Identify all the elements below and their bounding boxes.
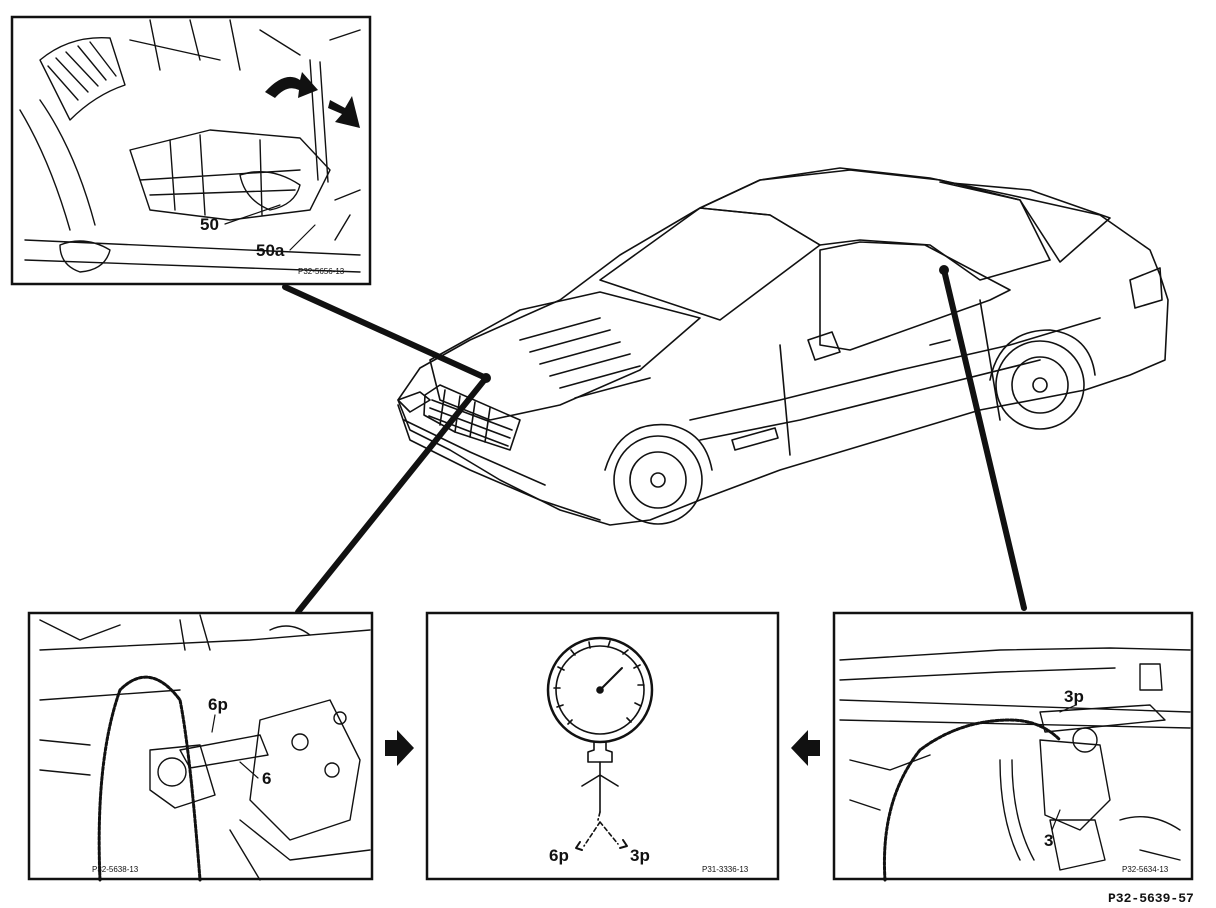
top-clutter [39, 614, 311, 776]
panel-bottom-left: 6p 6 P32-5638-13 [27, 611, 374, 882]
front-wheel-arch [604, 423, 713, 471]
car-mirror [807, 331, 841, 361]
label-50: 50 [200, 215, 219, 234]
figure-code: P32-5639-57 [1108, 891, 1194, 906]
arrow-right-to-gauge [385, 730, 414, 766]
belt [882, 718, 1062, 882]
front-wheel-outer [613, 435, 703, 525]
label-6p: 6p [208, 695, 228, 714]
car-door-seam [779, 299, 1001, 456]
leader-bottom-right [941, 267, 1027, 611]
gauge-needle [599, 667, 623, 691]
car-grille [423, 384, 521, 451]
side-vent [731, 427, 779, 451]
car-door-window [819, 241, 1011, 351]
label-3p: 3p [630, 846, 650, 865]
leader-50 [224, 204, 281, 225]
car-front-bumper [397, 404, 601, 521]
panel-bottom-left-code: P32-5638-13 [92, 865, 139, 874]
sensor-body [1039, 739, 1111, 831]
clutter [849, 754, 1181, 861]
belt [97, 675, 202, 882]
leader-dot-engine [481, 373, 491, 383]
label-6: 6 [262, 769, 271, 788]
label-3: 3 [1044, 831, 1053, 850]
hose-ribs [47, 41, 117, 101]
bracket [239, 170, 301, 211]
panel-bottom-right-code: P32-5634-13 [1122, 865, 1169, 874]
panel-top-left-code: P32-5656-13 [298, 267, 345, 276]
car-tail-light [1129, 267, 1163, 309]
rear-wheel-outer [995, 340, 1085, 430]
rotate-arrow-right [328, 96, 360, 128]
sensor-arm [1039, 704, 1166, 733]
front-wheel-hub [650, 472, 666, 488]
grille-bars [428, 389, 513, 447]
rear-wheel-hub [1032, 377, 1048, 393]
sensor-lower [1049, 819, 1106, 871]
engine-casting [249, 699, 361, 841]
top-clutter [129, 19, 361, 241]
panel-center-frame [425, 611, 780, 881]
leader-3p [1059, 704, 1077, 713]
car-headlight [397, 391, 431, 413]
car-hood [429, 291, 701, 421]
engine-detail [519, 317, 651, 399]
panel-center-code: P31-3336-13 [702, 865, 749, 874]
leader-lines [282, 265, 1027, 615]
sensor-body [149, 744, 216, 809]
casting-bolt-1 [291, 733, 309, 751]
leader-dot-door [939, 265, 949, 275]
fitting-top [1139, 663, 1163, 691]
gauge-face [555, 645, 645, 735]
label-50a: 50a [256, 241, 285, 260]
arrowhead-3p [619, 839, 628, 849]
rear-wheel-arch [989, 329, 1096, 381]
rod [309, 59, 329, 183]
leader-3 [1051, 809, 1061, 831]
leader-50a [289, 224, 316, 251]
gauge-tee [581, 761, 619, 813]
arrow-left-to-gauge [791, 730, 820, 766]
panel-center-gauge: 6p 3p P31-3336-13 [425, 611, 780, 881]
bottom-frame [24, 239, 361, 273]
hose-split [583, 811, 619, 847]
hose-left [39, 36, 126, 121]
gauge-stem [587, 741, 613, 763]
gauge-ticks [553, 640, 645, 725]
casting-bolt-2 [324, 762, 340, 778]
sensor-fitting [1072, 727, 1098, 753]
hose-lower [999, 759, 1035, 861]
leader-top-left [282, 284, 489, 381]
arrowhead-6p [575, 841, 583, 851]
panel-bottom-right-frame [832, 611, 1194, 881]
front-wheel-rim [629, 451, 687, 509]
casting-bolt-3 [333, 711, 347, 725]
gauge-pivot [596, 686, 604, 694]
panel-top-left: 50 50a P32-5656-13 [10, 15, 372, 286]
sensor-arm [179, 734, 269, 769]
label-3p: 3p [1064, 687, 1084, 706]
leader-6 [239, 761, 259, 779]
engine-block [129, 129, 331, 221]
car-body-outline [397, 167, 1169, 526]
rear-wheel-rim [1011, 356, 1069, 414]
panel-bottom-right: 3p 3 P32-5634-13 [832, 611, 1194, 882]
rotate-arrow-left [265, 72, 318, 98]
leader-6p [211, 714, 216, 733]
car-side-line [689, 317, 1101, 441]
pipe-left [19, 99, 96, 231]
engine-detail-lines [139, 134, 301, 216]
car-roof [699, 169, 1051, 281]
label-6p: 6p [549, 846, 569, 865]
rail [839, 647, 1191, 729]
pipes [39, 629, 371, 881]
sensor-fitting [157, 757, 187, 787]
door-handle [929, 339, 951, 346]
car-rear-window [939, 181, 1111, 263]
car-illustration [397, 167, 1169, 526]
